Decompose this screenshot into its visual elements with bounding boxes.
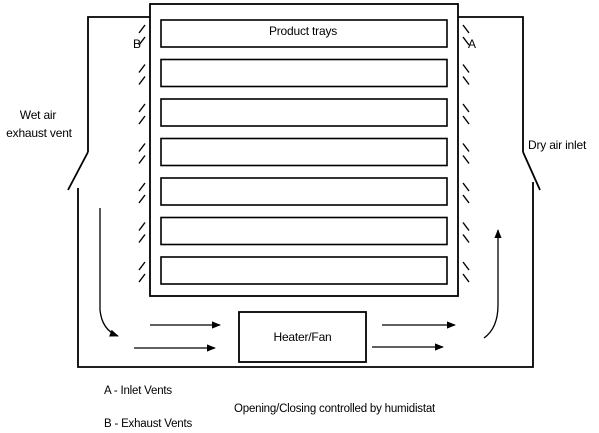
exhaust-vent-louver [138, 261, 146, 271]
heater-fan-label: Heater/Fan [273, 330, 332, 344]
inlet-vent-louver [462, 234, 470, 243]
exhaust-vent-louver [138, 234, 146, 243]
legend-b: B - Exhaust Vents [104, 418, 193, 430]
exhaust-vent-louver [138, 143, 146, 152]
inlet-vent-louver [462, 222, 470, 231]
outer-enclosure [67, 16, 541, 368]
exhaust-vent-louver [138, 103, 146, 113]
inlet-vent-louver [462, 143, 470, 152]
product-tray [160, 216, 448, 246]
drying-cabinet [149, 3, 459, 297]
product-tray [160, 137, 448, 167]
heater-fan-box [238, 311, 367, 363]
product-tray [160, 256, 448, 285]
left-wall-lower-and-floor [77, 182, 534, 368]
exhaust-vent-louver [138, 273, 146, 283]
inlet-vent-louver [462, 36, 470, 46]
inlet-vent-louver [462, 182, 470, 192]
inlet-vents-a [462, 24, 470, 283]
right-wall-upper [458, 16, 524, 152]
product-tray [160, 177, 448, 206]
wet-air-label-line2: exhaust vent [6, 126, 72, 140]
exhaust-vent-louver [138, 194, 146, 204]
product-tray [160, 98, 448, 127]
exhaust-vent-louver [138, 222, 146, 231]
inlet-vent-louver [462, 24, 470, 34]
inlet-vent-louver [462, 64, 470, 73]
exhaust-vent-louver [138, 76, 146, 85]
inlet-vent-louver [462, 261, 470, 271]
exhaust-vent-louver [138, 64, 146, 73]
side-a-marker: A [468, 37, 476, 51]
legend-a: A - Inlet Vents [104, 385, 172, 397]
inlet-vent-louver [462, 273, 470, 283]
inlet-vent-louver [462, 155, 470, 164]
product-tray [160, 19, 448, 48]
exhaust-vent-louver [138, 155, 146, 164]
inlet-vent-louver [462, 115, 470, 125]
exhaust-vent-louver [138, 24, 146, 34]
side-b-marker: B [133, 37, 141, 51]
inlet-vent-louver [462, 194, 470, 204]
product-trays [160, 19, 448, 285]
airflow-left-down-arrow [99, 208, 119, 337]
exhaust-vent-louver [138, 115, 146, 125]
inlet-vent-flap [522, 151, 541, 191]
exhaust-vent-flap [67, 151, 89, 191]
wet-air-label-line1: Wet air [19, 108, 57, 122]
product-trays-label: Product trays [268, 24, 338, 38]
exhaust-vents-b [138, 24, 146, 283]
product-tray [160, 58, 448, 88]
airflow-right-up-arrow [483, 229, 502, 339]
caption: Opening/Closing controlled by humidistat [234, 403, 436, 415]
inlet-vent-louver [462, 76, 470, 85]
exhaust-vent-louver [138, 182, 146, 192]
inlet-vent-louver [462, 103, 470, 113]
airflow-arrows [99, 208, 502, 352]
dry-air-inlet-label: Dry air inlet [528, 138, 587, 152]
left-wall-upper [87, 16, 150, 152]
exhaust-vent-louver [138, 36, 146, 46]
